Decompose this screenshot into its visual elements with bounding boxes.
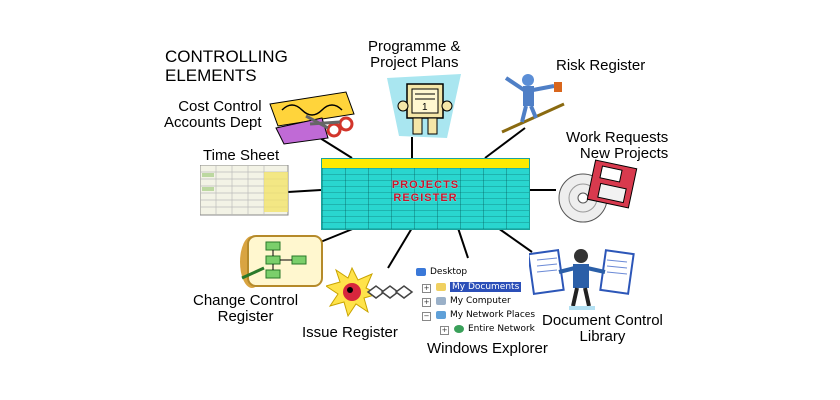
label-document: Document Control Library [542, 312, 663, 345]
label-cost: Cost Control Accounts Dept [164, 98, 262, 131]
projects-register-node: PROJECTS REGISTER [321, 158, 530, 230]
tree-item-desktop[interactable]: Desktop [416, 266, 467, 278]
register-grid [322, 168, 529, 229]
label-issue: Issue Register [302, 324, 398, 341]
heading-line-2: ELEMENTS [165, 66, 257, 85]
tree-item-my-documents[interactable]: My Documents [436, 281, 522, 293]
change-control-flowchart-icon [240, 235, 323, 288]
label-work: Work Requests New Projects [566, 129, 669, 162]
heading-line-1: CONTROLLING [165, 47, 288, 66]
tree-item-entire-network[interactable]: Entire Network [454, 323, 535, 335]
risk-tightrope-walker-icon [501, 74, 565, 134]
register-title: PROJECTS REGISTER [391, 179, 460, 204]
expand-toggle-icon[interactable]: + [422, 284, 431, 293]
issue-register-bug-icon [326, 266, 414, 318]
collapse-toggle-icon[interactable]: − [422, 312, 431, 321]
label-programme: Programme & Project Plans [368, 38, 461, 71]
network-icon [436, 310, 446, 319]
connector-change [317, 227, 356, 244]
label-change: Change Control Register [193, 292, 299, 325]
connector-explorer [457, 227, 469, 259]
label-risk: Risk Register [556, 57, 646, 74]
svg-text:1: 1 [422, 102, 428, 113]
globe-icon [454, 324, 464, 333]
connector-risk [484, 127, 526, 159]
connector-issue [387, 227, 413, 269]
label-timesheet: Time Sheet [203, 147, 280, 164]
expand-toggle-icon[interactable]: + [422, 298, 431, 307]
programme-plan-clipart-icon: 1 [387, 74, 461, 138]
windows-explorer-tree: Desktop + My Documents + My Computer − M… [416, 266, 546, 336]
cost-control-scissors-icon [269, 91, 355, 145]
label-explorer: Windows Explorer [427, 340, 548, 357]
document-library-icon [529, 248, 635, 310]
timesheet-spreadsheet-icon [200, 165, 289, 216]
connector-document [497, 227, 533, 253]
connector-timesheet [287, 189, 322, 193]
computer-icon [436, 296, 446, 305]
register-header-row [322, 159, 529, 168]
tree-item-my-computer[interactable]: My Computer [436, 295, 511, 307]
desktop-icon [416, 267, 426, 276]
tree-item-network-places[interactable]: My Network Places [436, 309, 535, 321]
expand-toggle-icon[interactable]: + [440, 326, 449, 335]
work-request-disk-icon [558, 159, 638, 223]
connector-cost [319, 137, 353, 159]
diagram-heading: CONTROLLING ELEMENTS [165, 47, 288, 85]
folder-icon [436, 282, 446, 291]
